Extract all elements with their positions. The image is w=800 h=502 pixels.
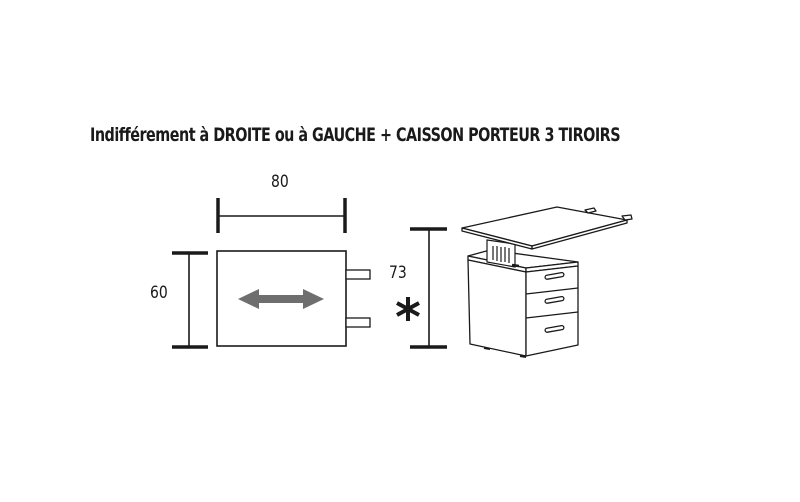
width-dimension-label: 80 [271,172,289,192]
double-arrow-icon [238,289,324,309]
height-dimension-label: 73 [389,263,407,283]
height-dimension-line [410,227,447,349]
depth-dimension-line [172,251,208,349]
diagram-title: Indifférement à DROITE ou à GAUCHE + CAI… [90,124,621,146]
asterisk-icon [396,297,420,321]
extension-desk-top [461,206,633,250]
connector-tab-bottom [345,317,371,328]
connector-tab-top [345,269,371,280]
plan-view [172,198,371,349]
elevation-view [396,206,633,358]
depth-dimension-label: 60 [150,283,168,303]
pedestal-cabinet [467,249,579,358]
width-dimension-line [216,198,347,233]
